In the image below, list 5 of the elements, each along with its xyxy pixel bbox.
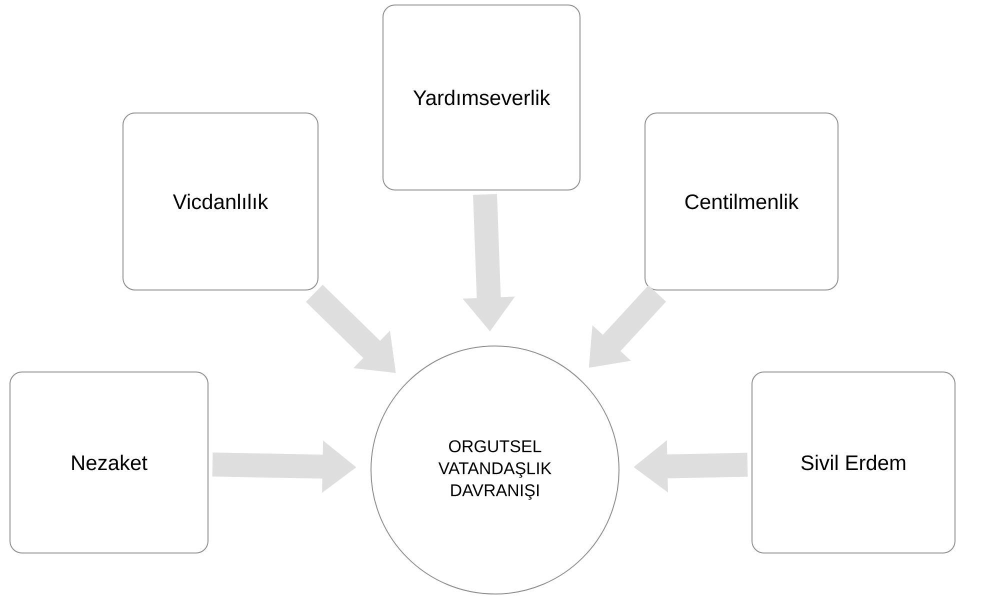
text-box: Centilmenlik	[644, 112, 838, 290]
text-box: Nezaket	[10, 372, 208, 554]
text-box: Vicdanlılık	[122, 112, 318, 290]
text-box: Yardımseverlik	[382, 4, 580, 190]
text-box: Sivil Erdem	[752, 372, 956, 554]
